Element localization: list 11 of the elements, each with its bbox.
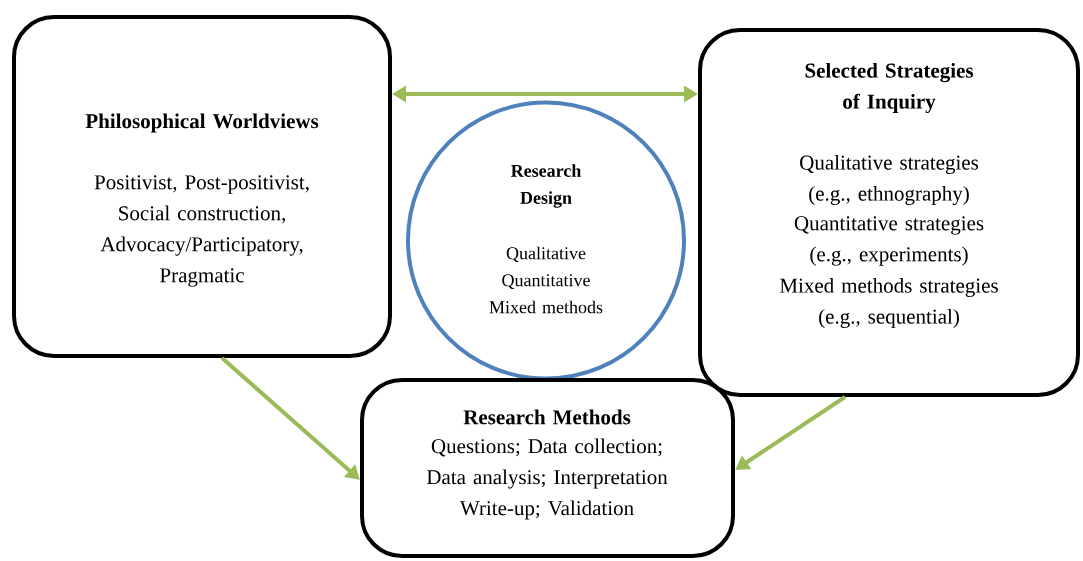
- heading: Research Methods: [463, 409, 631, 425]
- body-text: Qualitative Quantitative Mixed methods: [489, 246, 603, 314]
- body-text: Positivist, Post-positivist, Social construction, Advocacy/Participatory, Pragmatic: [94, 175, 309, 287]
- body-text: Mixed methods strategies (e.g., sequential): [779, 277, 998, 329]
- heading: Research Design: [511, 164, 582, 208]
- heading: Philosophical Worldviews: [85, 113, 319, 133]
- arrow: [220, 356, 360, 480]
- body-text: Qualitative strategies (e.g., ethnography): [800, 154, 979, 206]
- body-text: Quantitative strategies (e.g., experiments): [794, 216, 984, 266]
- body-text: Questions; Data collection; Data analysis; Interpretation Write-up; Validation: [426, 438, 668, 520]
- heading: Selected Strategies of Inquiry: [805, 62, 974, 114]
